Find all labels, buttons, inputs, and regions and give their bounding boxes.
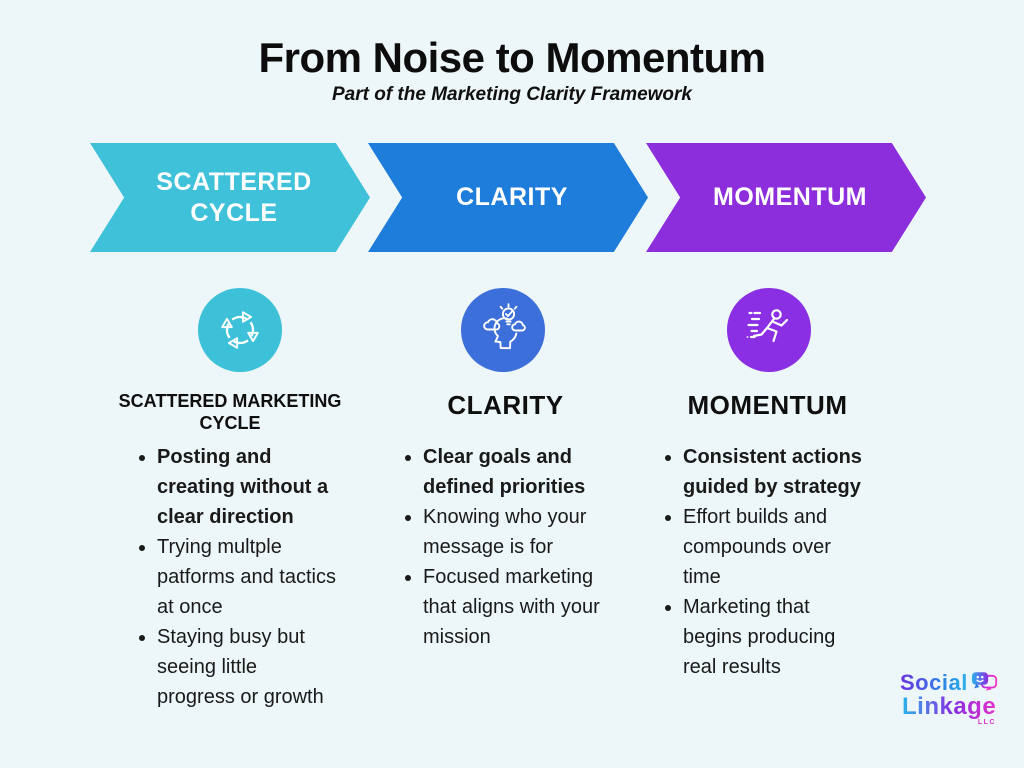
stage-column-scattered: SCATTERED MARKETING CYCLE Posting and cr…: [95, 390, 365, 712]
stage-icon-circle-momentum: [727, 288, 811, 372]
infographic-title: From Noise to Momentum: [258, 34, 766, 81]
bullet-item: Effort builds and compounds over time: [683, 502, 868, 592]
stage-bullet-list: Posting and creating without a clear dir…: [131, 442, 337, 712]
bullet-item: Staying busy but seeing little progress …: [157, 622, 337, 712]
brand-name-linkage: Linkage: [902, 693, 997, 720]
bullet-item: Focused marketing that aligns with your …: [423, 562, 618, 652]
arrow-label: SCATTERED CYCLE: [156, 168, 312, 227]
bullet-item: Trying multple patforms and tactics at o…: [157, 532, 337, 622]
bullet-item: Consistent actions guided by strategy: [683, 442, 868, 502]
arrow-clarity: CLARITY: [368, 143, 648, 252]
bullet-item: Knowing who your message is for: [423, 502, 618, 562]
bullet-item: Posting and creating without a clear dir…: [157, 442, 337, 532]
brand-suffix-llc: LLC: [977, 719, 996, 726]
arrow-label: MOMENTUM: [713, 183, 867, 212]
stage-heading: SCATTERED MARKETING CYCLE: [118, 391, 342, 433]
brand-name-social: Social: [900, 670, 968, 695]
stage-column-clarity: CLARITY Clear goals and defined prioriti…: [393, 390, 618, 652]
arrow-scattered-cycle: SCATTERED CYCLE: [90, 143, 370, 252]
stage-icon-circle-scattered: [198, 288, 282, 372]
stage-bullet-list: Consistent actions guided by strategy Ef…: [657, 442, 868, 682]
bullet-item: Marketing that begins producing real res…: [683, 592, 868, 682]
head-lightbulb-icon: [483, 303, 526, 350]
arrow-momentum: MOMENTUM: [646, 143, 926, 252]
running-person-icon: [746, 309, 789, 343]
stage-bullet-list: Clear goals and defined priorities Knowi…: [397, 442, 618, 652]
stage-column-momentum: MOMENTUM Consistent actions guided by st…: [655, 390, 880, 682]
chat-bubble-smiley-icon: [971, 672, 997, 691]
stage-heading: MOMENTUM: [687, 390, 848, 420]
brand-logo: Social Linkage LLC: [894, 670, 1006, 726]
cycle-arrows-icon: [221, 311, 259, 349]
arrow-label: CLARITY: [456, 183, 568, 212]
bullet-item: Clear goals and defined priorities: [423, 442, 618, 502]
infographic-subtitle: Part of the Marketing Clarity Framework: [331, 84, 693, 105]
stage-heading: CLARITY: [447, 390, 564, 420]
stage-icon-circle-clarity: [461, 288, 545, 372]
